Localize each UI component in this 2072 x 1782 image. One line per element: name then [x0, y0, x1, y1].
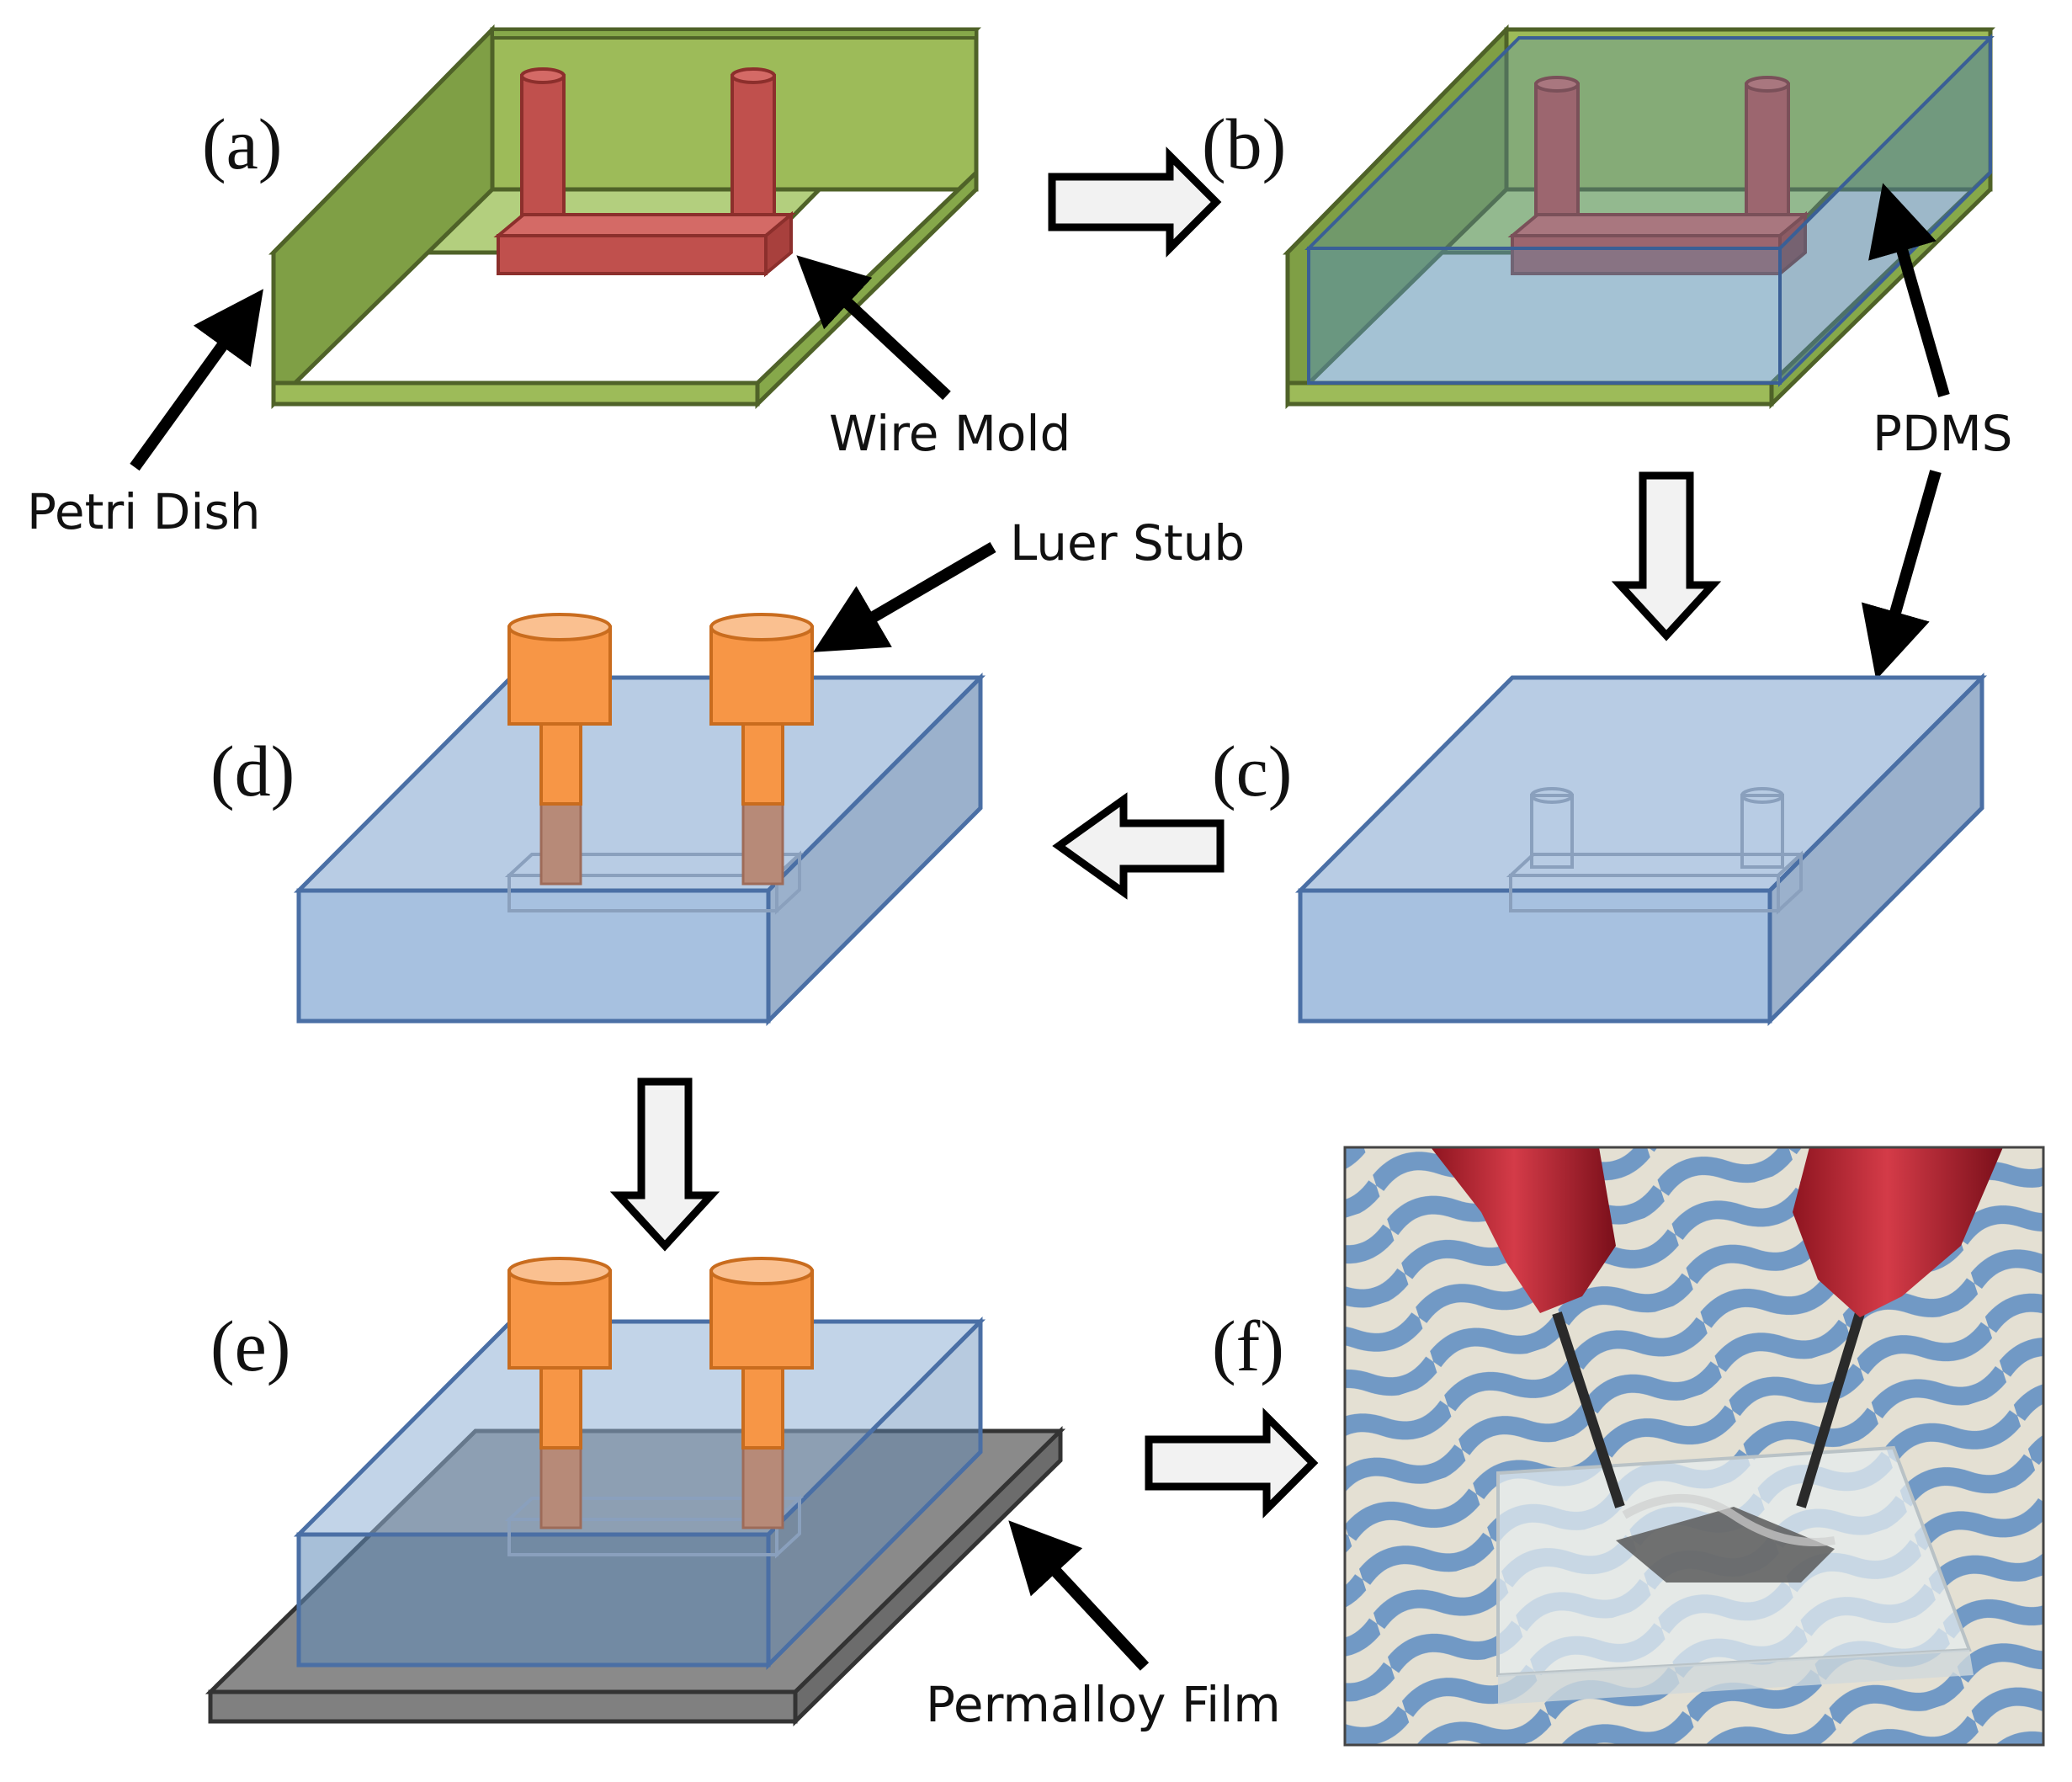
pdms-callout-arrow-up — [1868, 183, 1950, 397]
wire-mold-base-side — [764, 210, 793, 278]
panel-label-a: (a) — [202, 104, 282, 184]
channel-imprint — [1506, 787, 1806, 915]
luer-stub-e-right — [709, 1257, 814, 1529]
step-arrow-a-to-b — [1048, 146, 1222, 258]
wire-mold-post-right-top — [731, 67, 776, 84]
wire-mold-post-left — [520, 74, 566, 233]
luer-stub-callout: Luer Stub — [1010, 514, 1245, 572]
petri-dish-callout: Petri Dish — [27, 483, 260, 540]
petri-dish-top-rim — [491, 28, 978, 40]
panel-d-diagram — [293, 613, 986, 1027]
panel-label-e: (e) — [210, 1306, 290, 1386]
permalloy-callout: Permalloy Film — [926, 1676, 1281, 1733]
panel-label-c: (c) — [1212, 731, 1292, 811]
pdms-c-side — [1767, 672, 1984, 1027]
pdms-b-front — [1307, 247, 1782, 385]
wire-mold-base-front — [497, 234, 768, 275]
photo-luer-tip-left — [1431, 1147, 1616, 1313]
wire-mold-callout-arrow — [796, 255, 951, 401]
permalloy-film-front — [208, 1689, 798, 1724]
step-arrow-d-to-e — [609, 1077, 720, 1252]
panel-c-diagram — [1294, 672, 1988, 1027]
permalloy-film-side — [793, 1426, 1063, 1726]
photo-sample — [1616, 1507, 1835, 1583]
permalloy-callout-arrow — [1008, 1520, 1150, 1671]
wire-mold-b-post-left-top — [1534, 76, 1580, 93]
petri-dish-b-front-rim — [1285, 380, 1774, 407]
step-arrow-b-to-c — [1611, 471, 1722, 641]
pdms-callout-arrow-down — [1861, 470, 1942, 680]
petri-dish-front-rim — [271, 380, 760, 407]
wire-mold-b-post-right-top — [1745, 76, 1790, 93]
channel-d — [504, 850, 805, 915]
wire-mold-base-top — [493, 213, 796, 237]
luer-stub-left — [507, 613, 612, 886]
photo-luer-tip-right — [1793, 1147, 2003, 1317]
step-arrow-e-to-f — [1145, 1407, 1319, 1519]
pdms-e-side — [766, 1316, 983, 1671]
panel-b-diagram — [1283, 24, 1995, 409]
luer-stub-e-left — [507, 1257, 612, 1529]
panel-e-diagram — [205, 1257, 1066, 1726]
step-arrow-c-to-d — [1052, 792, 1225, 900]
luer-stub-callout-arrow — [813, 541, 996, 652]
luer-stub-right — [709, 613, 814, 886]
channel-e — [504, 1494, 805, 1559]
panel-label-b: (b) — [1202, 104, 1286, 184]
panel-label-f: (f) — [1212, 1306, 1284, 1386]
panel-label-d: (d) — [210, 731, 295, 811]
wire-mold-callout: Wire Mold — [829, 405, 1071, 462]
device-photograph — [1343, 1146, 2045, 1747]
wire-mold-post-left-top — [520, 67, 566, 84]
pdms-d-side — [766, 672, 983, 1027]
petri-dish-callout-arrow — [130, 289, 263, 471]
wire-mold-post-right — [731, 74, 776, 233]
panel-a-diagram — [268, 24, 981, 409]
petri-dish-left-wall — [271, 24, 495, 409]
pdms-callout: PDMS — [1873, 405, 2013, 462]
